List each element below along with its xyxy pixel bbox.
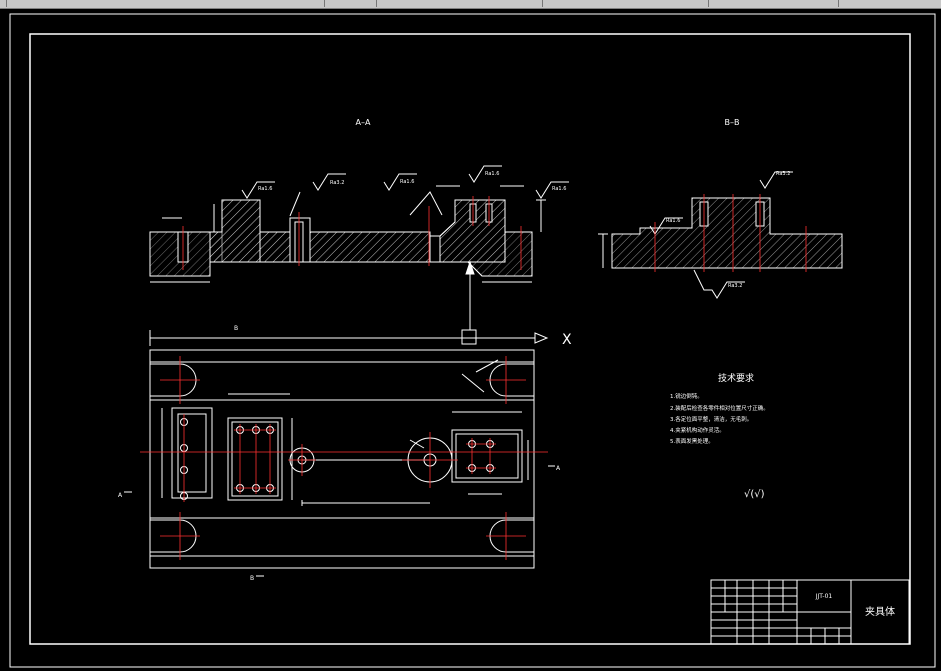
plan-view: X B A [118,325,572,582]
roughness-4: Ra1.6 [485,171,499,177]
view-mark-a-right: A [556,465,561,472]
roughness-7: Ra3.2 [776,171,790,177]
technical-requirements: 技术要求 1.锐边倒钝。 2.装配后检查各零件相对位置尺寸正确。 3.各定位面平… [670,372,769,500]
section-a-a-view: A–A Ra1.6 Ra3.2 Ra1.6 Ra1.6 Ra1.6 [149,118,569,330]
section-label-bb: B–B [725,118,740,127]
tech-req-item-5: 5.表面发黑处理。 [670,437,714,445]
plan-view-holes [180,418,494,500]
tech-req-title: 技术要求 [718,372,754,384]
roughness-note: √(√) [744,489,765,500]
roughness-5: Ra1.6 [552,186,566,192]
drawing-sheet: A–A Ra1.6 Ra3.2 Ra1.6 Ra1.6 Ra1.6 [9,13,936,668]
plan-view-centerlines [140,356,548,560]
roughness-8: Ra3.2 [728,283,742,289]
tech-req-item-3: 3.各定位面平整，清洁，无毛刺。 [670,415,752,423]
inner-border [29,33,911,645]
window-top-bar [0,0,941,9]
roughness-2: Ra3.2 [330,180,344,186]
title-block-drawing-title: 夹具体 [865,605,895,618]
section-label-aa: A–A [356,118,371,127]
view-mark-a-left: A [118,492,123,499]
roughness-6: Ra1.6 [666,218,680,224]
title-block: JJT-01 夹具体 [710,579,910,645]
section-b-b-view: B–B Ra1.6 Ra3.2 Ra3.2 [598,118,843,299]
tech-req-item-2: 2.装配后检查各零件相对位置尺寸正确。 [670,404,769,412]
roughness-1: Ra1.6 [258,186,272,192]
section-b-b-centerlines [654,194,807,272]
axis-x-label: X [562,332,572,348]
outer-border [9,13,936,668]
view-mark-b-top: B [234,325,238,332]
roughness-3: Ra1.6 [400,179,414,185]
tech-req-item-1: 1.锐边倒钝。 [670,392,703,400]
title-block-code: JJT-01 [815,593,833,600]
view-mark-b-bottom: B [250,575,254,582]
tech-req-item-4: 4.夹紧机构动作灵活。 [670,426,725,434]
section-a-a-centerlines [182,196,522,270]
